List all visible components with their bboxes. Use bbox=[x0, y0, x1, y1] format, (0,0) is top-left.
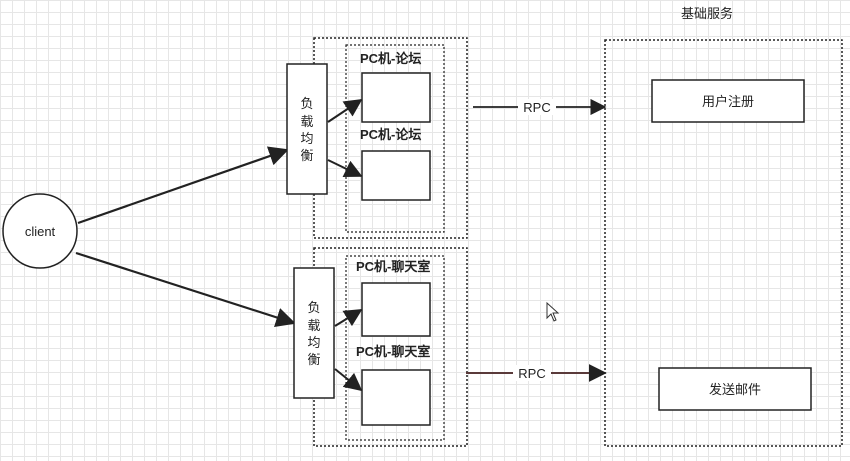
chat-node-2-label: PC机-聊天室 bbox=[356, 344, 430, 359]
client-to-lb1-arrow bbox=[77, 146, 289, 225]
lb1-char-1: 负 bbox=[300, 96, 313, 111]
lb2-char-2: 载 bbox=[307, 318, 320, 333]
send-email-service[interactable]: 发送邮件 bbox=[658, 367, 812, 411]
chat-node-1-label: PC机-聊天室 bbox=[356, 259, 430, 274]
forum-node-1[interactable] bbox=[361, 72, 431, 123]
user-registration-label: 用户注册 bbox=[702, 94, 754, 109]
lb2-char-4: 衡 bbox=[307, 352, 320, 367]
lb1-to-forum-node-1-arrow bbox=[327, 99, 363, 123]
lb1-char-3: 均 bbox=[300, 131, 313, 146]
base-service-container bbox=[604, 39, 843, 447]
forum-node-1-label: PC机-论坛 bbox=[360, 51, 421, 66]
lb1-char-4: 衡 bbox=[300, 148, 313, 163]
load-balancer-2[interactable]: 负 载 均 衡 bbox=[293, 267, 335, 399]
mouse-cursor-icon bbox=[546, 301, 560, 322]
lb2-char-3: 均 bbox=[307, 335, 320, 350]
rpc-label-1: RPC bbox=[523, 100, 550, 115]
chat-node-1[interactable] bbox=[361, 282, 431, 337]
chat-cluster-inner bbox=[345, 255, 445, 441]
chat-node-2[interactable] bbox=[361, 369, 431, 426]
rpc-label-1-bg bbox=[518, 99, 556, 115]
forum-cluster-inner bbox=[345, 44, 445, 233]
rpc-label-2-bg bbox=[513, 365, 551, 381]
forum-node-2-label: PC机-论坛 bbox=[360, 127, 421, 142]
send-email-label: 发送邮件 bbox=[709, 382, 761, 397]
lb2-to-chat-node-1-arrow bbox=[334, 309, 363, 327]
base-service-title: 基础服务 bbox=[681, 6, 733, 21]
chat-cluster-outer bbox=[313, 247, 468, 447]
lb1-to-forum-node-2-arrow bbox=[327, 159, 363, 178]
lb2-to-chat-node-2-arrow bbox=[334, 368, 363, 392]
rpc-label-2: RPC bbox=[518, 366, 545, 381]
client-label: client bbox=[25, 224, 56, 239]
client-to-lb2-arrow bbox=[75, 251, 296, 327]
lb2-char-1: 负 bbox=[307, 300, 320, 315]
lb1-char-2: 载 bbox=[300, 114, 313, 129]
load-balancer-1[interactable]: 负 载 均 衡 bbox=[286, 63, 328, 195]
forum-node-2[interactable] bbox=[361, 150, 431, 201]
client-node[interactable]: client bbox=[2, 193, 78, 269]
user-registration-service[interactable]: 用户注册 bbox=[651, 79, 805, 123]
